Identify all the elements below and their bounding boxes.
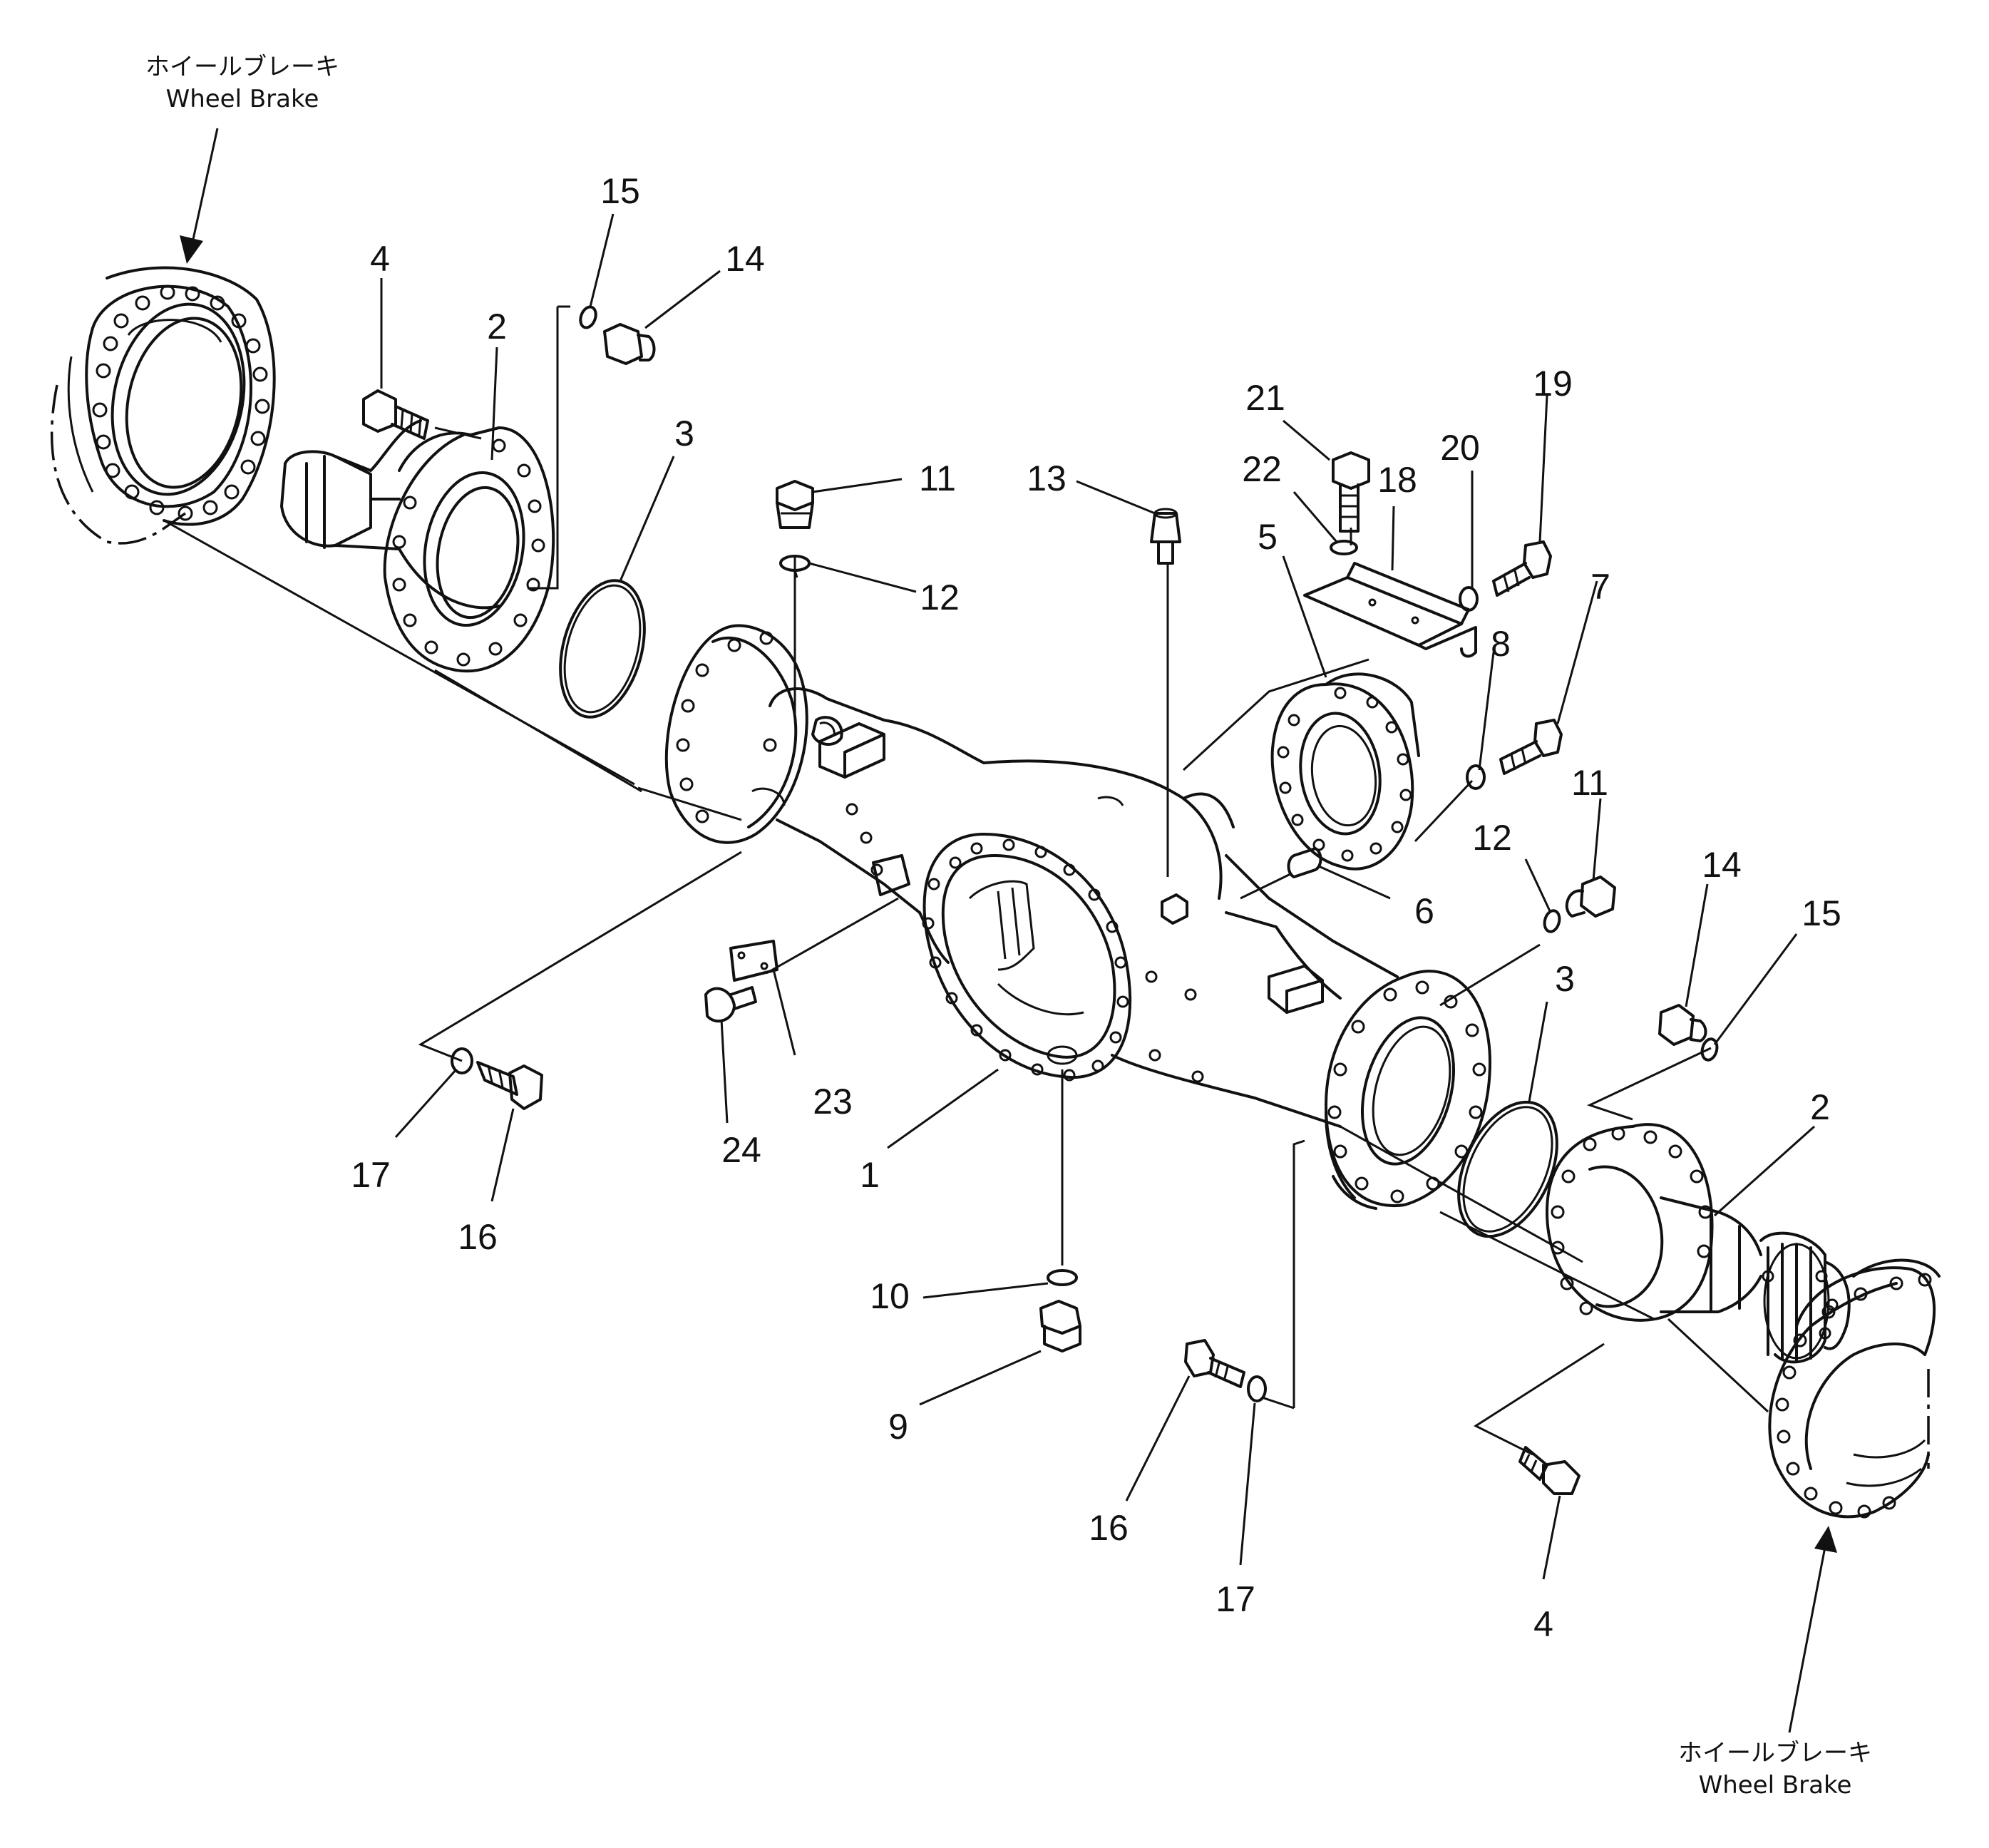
washer-22 bbox=[1330, 540, 1358, 555]
washer-8 bbox=[1466, 764, 1486, 790]
callout-13: 13 bbox=[1027, 458, 1067, 498]
callout-23: 23 bbox=[813, 1082, 853, 1121]
bolt-7 bbox=[1499, 719, 1563, 775]
bolt-16-bottom bbox=[1184, 1339, 1245, 1388]
o-ring-left bbox=[559, 579, 646, 719]
callout-8: 8 bbox=[1491, 624, 1511, 664]
callout-11-right: 11 bbox=[1571, 763, 1608, 803]
bolt-left-upper bbox=[362, 389, 429, 440]
callout-3-right: 3 bbox=[1555, 959, 1575, 999]
callout-4-left: 4 bbox=[370, 239, 390, 279]
carrier-right bbox=[1270, 672, 1420, 871]
callout-16-bottom: 16 bbox=[1089, 1508, 1129, 1548]
bolt-16-left bbox=[476, 1061, 543, 1110]
callout-14-right: 14 bbox=[1702, 845, 1742, 885]
axle-shaft-left bbox=[280, 419, 555, 673]
callout-12-top: 12 bbox=[920, 578, 960, 617]
brake-caption-left-en: Wheel Brake bbox=[166, 85, 319, 113]
bolt-21 bbox=[1332, 451, 1370, 533]
callout-16-left: 16 bbox=[458, 1217, 498, 1257]
wheel-brake-left bbox=[50, 266, 276, 545]
callout-24: 24 bbox=[721, 1130, 761, 1170]
brake-caption-left-jp: ホイールブレーキ bbox=[145, 53, 339, 81]
washer-17-bottom bbox=[1247, 1375, 1267, 1402]
drain-plug-9 bbox=[1039, 1300, 1081, 1352]
seal-ring-right bbox=[1543, 909, 1561, 933]
bolt-19 bbox=[1492, 540, 1552, 597]
callout-9: 9 bbox=[888, 1407, 908, 1447]
callout-10: 10 bbox=[870, 1276, 910, 1316]
brake-arrow-left bbox=[180, 128, 219, 264]
callout-6: 6 bbox=[1414, 891, 1434, 931]
breather-13 bbox=[1150, 508, 1181, 565]
cover-plate-23 bbox=[729, 940, 778, 982]
plug-top bbox=[776, 480, 814, 529]
callout-7: 7 bbox=[1590, 567, 1610, 607]
callout-11-top: 11 bbox=[919, 458, 956, 498]
callout-14-left: 14 bbox=[725, 239, 765, 279]
screw-24 bbox=[704, 986, 757, 1023]
callout-17-bottom: 17 bbox=[1216, 1579, 1255, 1619]
dowel-pin-6 bbox=[1287, 847, 1322, 878]
washer-17-left bbox=[451, 1047, 473, 1074]
brake-caption-right-en: Wheel Brake bbox=[1699, 1771, 1852, 1800]
callout-18: 18 bbox=[1377, 460, 1417, 500]
callout-4-bottom: 4 bbox=[1533, 1604, 1553, 1644]
callout-20: 20 bbox=[1440, 428, 1480, 468]
callout-22: 22 bbox=[1242, 449, 1282, 489]
bracket bbox=[1303, 562, 1477, 658]
wheel-brake-right bbox=[1768, 1258, 1941, 1519]
brake-arrow-right bbox=[1788, 1526, 1837, 1733]
axle-shaft-right bbox=[1546, 1123, 1851, 1364]
callout-2-right: 2 bbox=[1810, 1087, 1830, 1127]
callout-15-right: 15 bbox=[1802, 893, 1841, 933]
brake-caption-right-jp: ホイールブレーキ bbox=[1678, 1739, 1872, 1767]
seal-ring-15-right bbox=[1700, 1037, 1719, 1062]
callout-12-right: 12 bbox=[1472, 818, 1512, 858]
bolt-4-bottom bbox=[1518, 1446, 1581, 1495]
leader-lines bbox=[380, 213, 1815, 1580]
assembly-lines bbox=[163, 305, 1769, 1456]
callout-17-left: 17 bbox=[351, 1155, 391, 1195]
callout-2-left: 2 bbox=[487, 307, 507, 346]
callout-3-left: 3 bbox=[674, 414, 694, 453]
o-ring-right bbox=[1457, 1100, 1558, 1238]
plug-14-right bbox=[1658, 1004, 1707, 1046]
seal-ring-10 bbox=[1047, 1269, 1078, 1286]
callout-19: 19 bbox=[1533, 364, 1573, 404]
callout-21: 21 bbox=[1245, 378, 1285, 418]
washer-20 bbox=[1459, 586, 1479, 612]
callout-5: 5 bbox=[1258, 517, 1278, 557]
plug-left bbox=[603, 323, 656, 365]
callout-1: 1 bbox=[860, 1155, 880, 1195]
plug-right bbox=[1565, 876, 1616, 918]
seal-ring-left bbox=[579, 305, 597, 329]
callout-15-left: 15 bbox=[600, 171, 640, 211]
axle-housing bbox=[664, 624, 1491, 1210]
